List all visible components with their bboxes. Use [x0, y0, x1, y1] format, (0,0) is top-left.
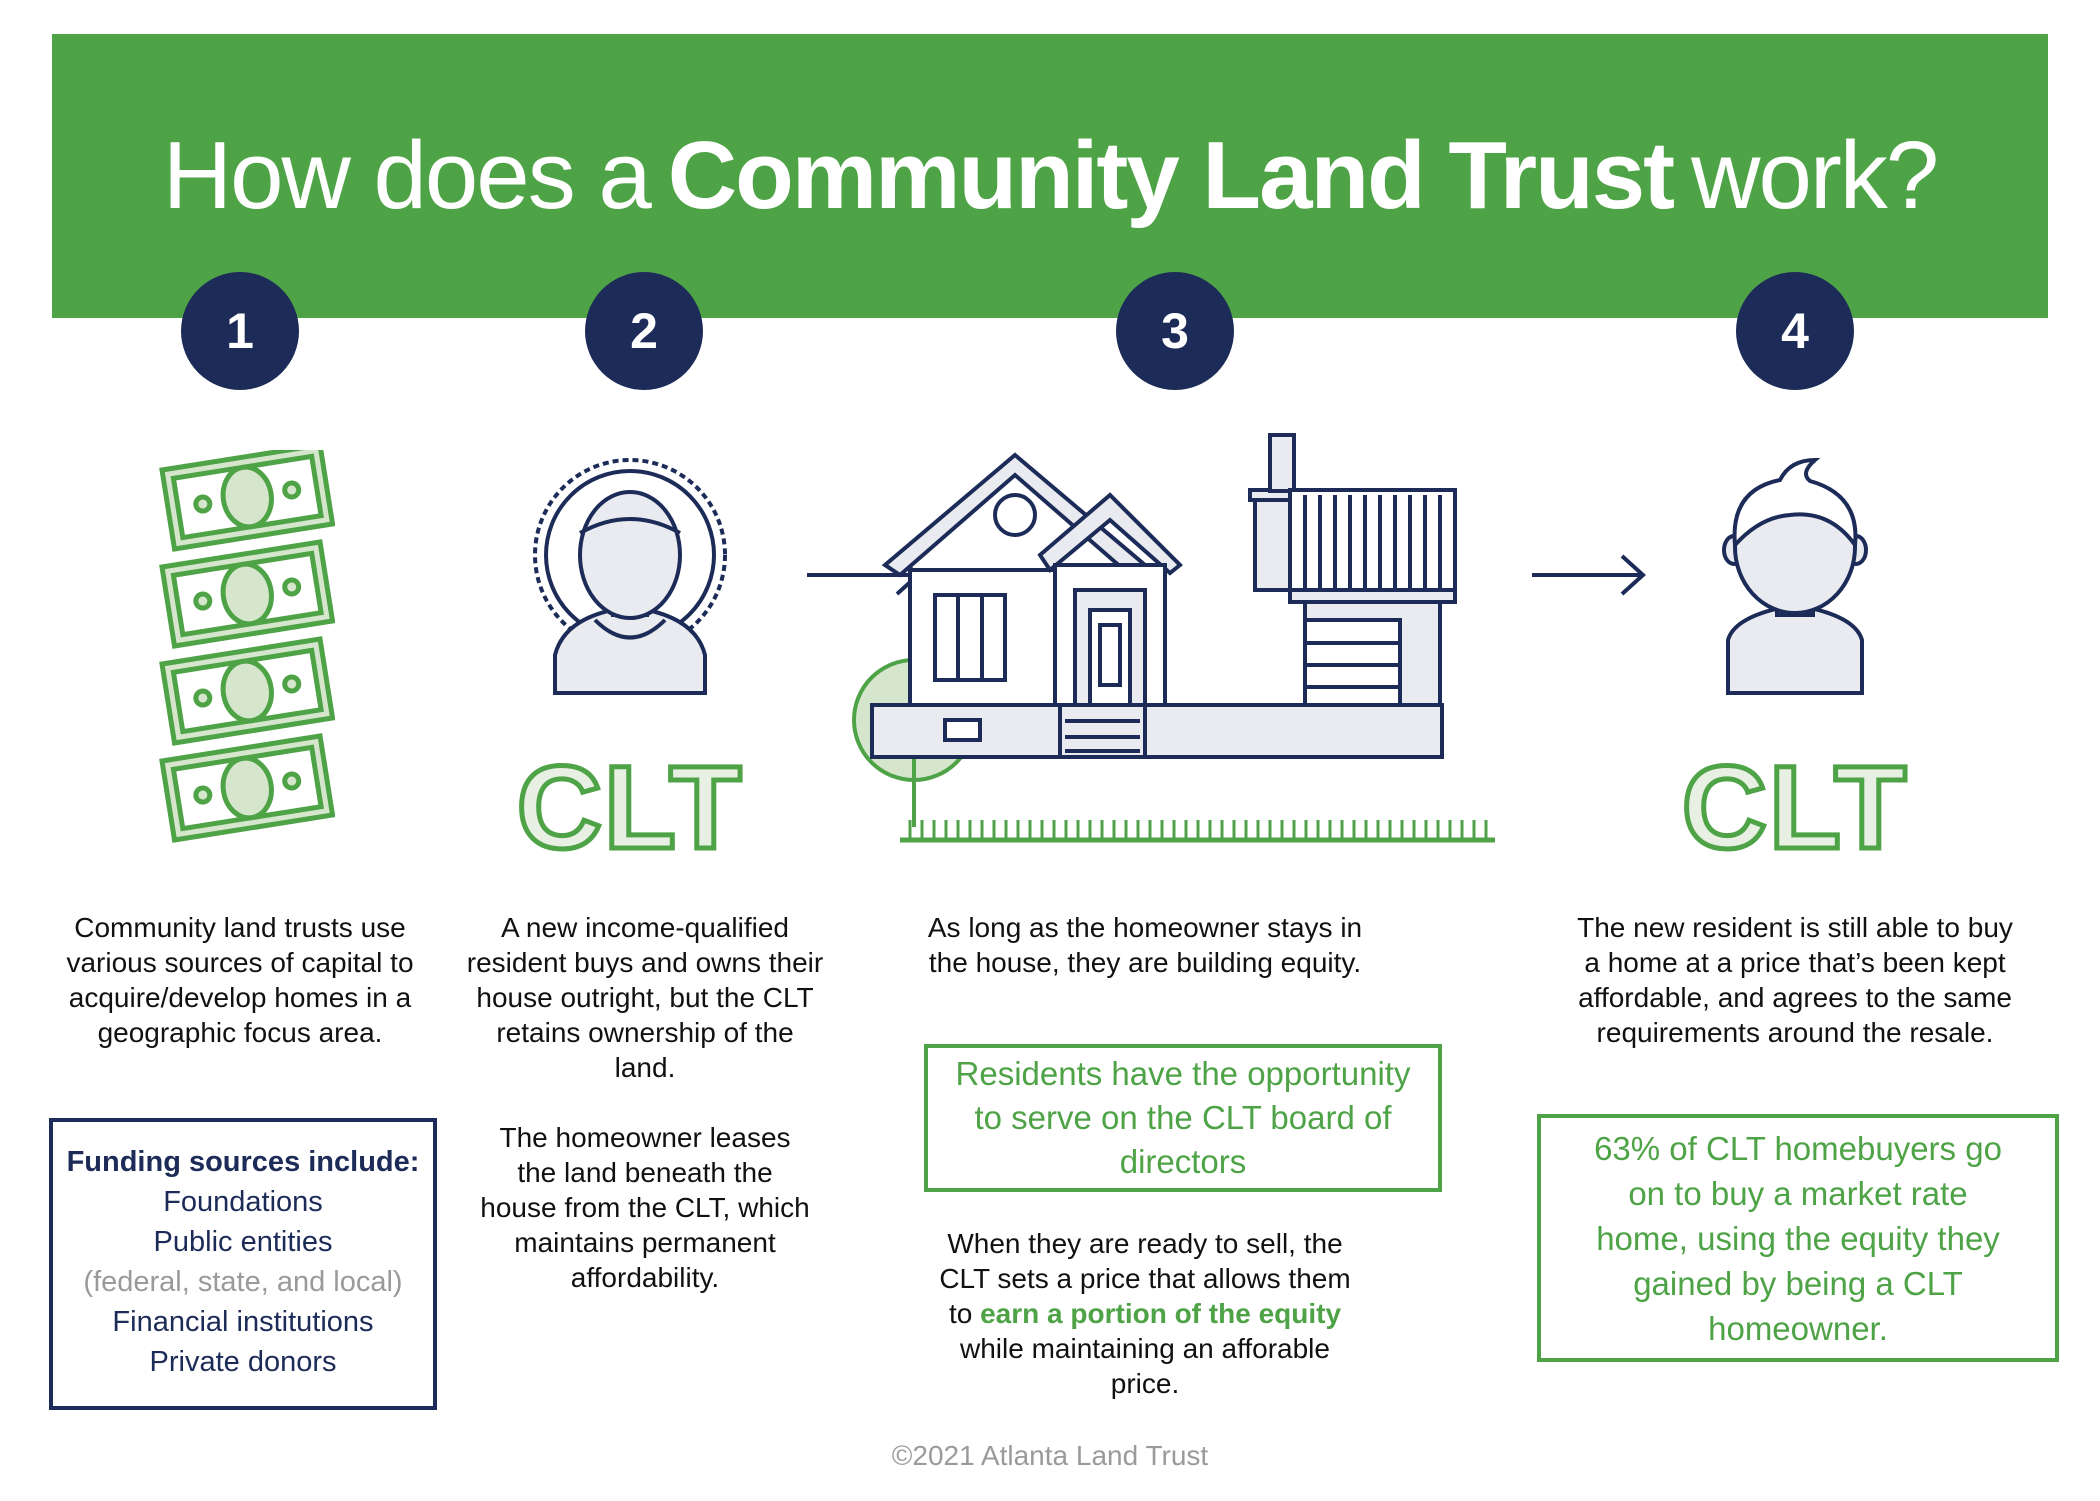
sell-text-post: while maintaining an afforable price.	[960, 1333, 1330, 1399]
clt-badge-left: CLT	[514, 740, 744, 877]
copyright-footer: ©2021 Atlanta Land Trust	[891, 1440, 1209, 1471]
board-callout: Residents have the opportunity to serve …	[924, 1044, 1442, 1192]
step-3-text: As long as the homeowner stays in the ho…	[927, 912, 1363, 978]
step-2-text: A new income-qualified resident buys and…	[466, 912, 824, 1083]
step-4-number: 4	[1736, 272, 1854, 390]
step-3-sell-text: When they are ready to sell, the CLT set…	[925, 1226, 1365, 1401]
title-pre: How does a	[162, 122, 652, 229]
market-rate-callout-text: 63% of CLT homebuyers go on to buy a mar…	[1594, 1129, 2002, 1347]
step-2-number: 2	[585, 272, 703, 390]
funding-item: Financial institutions	[112, 1306, 374, 1338]
funding-sources-box: Funding sources include: Foundations Pub…	[49, 1118, 437, 1410]
step-2-text-lease: The homeowner leases the land beneath th…	[480, 1122, 810, 1293]
step-3-number: 3	[1116, 272, 1234, 390]
title-bold: Community Land Trust	[667, 122, 1675, 229]
money-stack-icon	[159, 450, 335, 843]
funding-item: Private donors	[149, 1346, 337, 1378]
funding-item-note: (federal, state, and local)	[83, 1266, 403, 1298]
sell-text-pre: When they are ready to sell, the CLT set…	[939, 1228, 1351, 1329]
clt-badge-right: CLT	[1679, 740, 1909, 877]
funding-item: Foundations	[163, 1186, 323, 1218]
page-title: How does a Community Land Trust work?	[52, 34, 2048, 318]
funding-heading: Funding sources include:	[66, 1146, 420, 1178]
title-post: work?	[1691, 122, 1939, 229]
funding-item: Public entities	[153, 1226, 333, 1258]
house-illustration	[852, 433, 1495, 843]
title-banner	[52, 34, 2048, 318]
sell-text-emphasis: earn a portion of the equity	[980, 1298, 1342, 1329]
resident-woman-icon	[533, 458, 727, 695]
board-callout-text: Residents have the opportunity to serve …	[955, 1055, 1411, 1180]
step-1-number: 1	[181, 272, 299, 390]
new-resident-icon	[1722, 457, 1868, 695]
step-4-text: The new resident is still able to buy a …	[1577, 912, 2013, 1048]
market-rate-callout: 63% of CLT homebuyers go on to buy a mar…	[1537, 1114, 2059, 1362]
step-1-text: Community land trusts use various source…	[66, 912, 414, 1048]
arrow-right-icon-2	[1532, 554, 1646, 596]
